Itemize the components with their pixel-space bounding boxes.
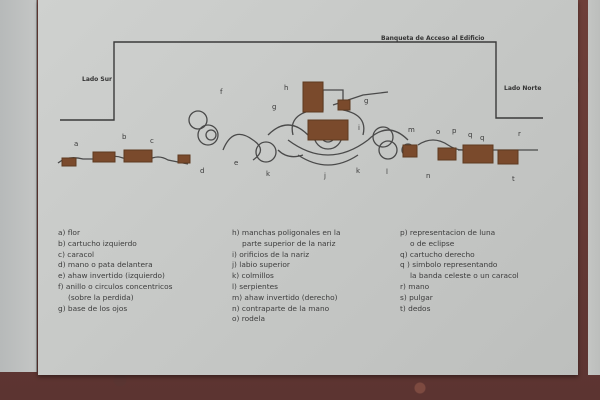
artifact-highlight <box>61 81 519 167</box>
frieze-letter: r <box>518 130 521 138</box>
legend-item: m) ahaw invertido (derecho) <box>232 292 338 302</box>
legend-item: la banda celeste o un caracol <box>410 271 519 281</box>
legend-column-1: a) flor b) cartucho izquierdo c) caracol… <box>58 228 172 314</box>
left-side-label: Lado Sur <box>82 76 112 83</box>
legend-column-3: p) representacion de luna o de eclipse q… <box>400 228 519 314</box>
frieze-letter: g <box>364 97 369 105</box>
frieze-letter: p <box>452 127 457 135</box>
legend-item: l) serpientes <box>232 281 278 291</box>
legend-column-2: h) manchas poligonales en la parte super… <box>232 228 341 325</box>
right-side-label: Lado Norte <box>504 85 542 92</box>
legend-item: f) anillo o circulos concentricos <box>58 281 173 291</box>
legend-item: a) flor <box>58 228 80 237</box>
legend-item: i) orificios de la nariz <box>232 249 310 259</box>
frieze-letter: k <box>356 167 361 175</box>
frieze-letter: n <box>426 172 431 180</box>
frieze-letter: d <box>200 167 205 175</box>
legend-item: p) representacion de luna <box>400 228 496 237</box>
legend-item: s) pulgar <box>400 292 433 302</box>
legend-item: r) mano <box>400 281 430 291</box>
frieze-letter: e <box>234 159 239 167</box>
legend-item: o de eclipse <box>410 238 455 248</box>
legend-item: j) labio superior <box>232 260 290 270</box>
frieze-letter: b <box>122 133 127 141</box>
frieze-letter: f <box>220 88 223 96</box>
frieze-letter: c <box>150 137 154 145</box>
legend-item: b) cartucho izquierdo <box>58 238 137 248</box>
frieze-letter: a <box>74 140 79 148</box>
legend-item: d) mano o pata delantera <box>58 260 153 270</box>
frieze-letter: q <box>468 131 473 139</box>
frieze-letter: h <box>284 84 289 92</box>
legend-item: parte superior de la nariz <box>242 238 336 248</box>
legend-item: k) colmillos <box>232 271 274 281</box>
legend-item: t) dedos <box>400 303 431 313</box>
frieze-letter: m <box>408 126 415 134</box>
legend-item: q ) simbolo representando <box>400 260 498 270</box>
legend-item: c) caracol <box>58 249 95 259</box>
building-outline-diagram <box>57 41 543 167</box>
frieze-letter: j <box>324 172 326 180</box>
legend-item: h) manchas poligonales en la <box>232 228 341 237</box>
frieze-letter: g <box>272 103 277 111</box>
legend-item: g) base de los ojos <box>58 303 128 313</box>
legend-item: e) ahaw invertido (izquierdo) <box>58 271 165 281</box>
left-adjacent-plaque <box>0 0 37 372</box>
legend-item: n) contraparte de la mano <box>232 303 330 313</box>
legend-item: (sobre la perdida) <box>68 292 134 302</box>
top-label: Banqueta de Acceso al Edificio <box>381 35 485 42</box>
plaque-edge <box>588 0 600 375</box>
frieze-letter: o <box>436 128 441 136</box>
frieze-letter: i <box>358 124 360 132</box>
frieze-letter: q <box>480 134 485 142</box>
frieze-letter: l <box>386 168 388 176</box>
frieze-letter: k <box>266 170 271 178</box>
frieze-letter: t <box>512 175 515 183</box>
legend-item: o) rodela <box>232 314 265 324</box>
information-plaque: Banqueta de Acceso al Edificio Lado Sur … <box>38 0 600 375</box>
legend-item: q) cartucho derecho <box>400 249 475 259</box>
